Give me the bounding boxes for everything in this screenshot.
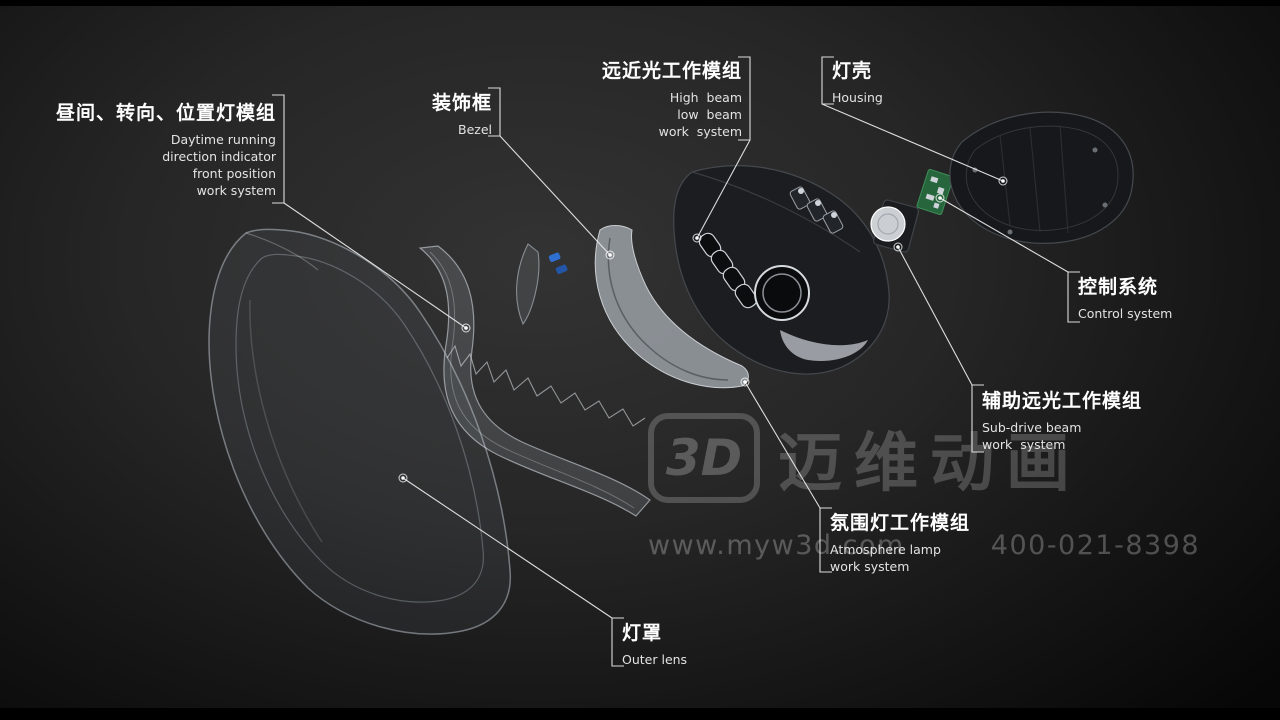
- label-daytime-en3: front position: [192, 166, 276, 181]
- label-atmosphere-module: 氛围灯工作模组 Atmosphere lamp work system: [830, 508, 1010, 575]
- bracket-bezel: [488, 87, 501, 137]
- leader-bezel: [499, 135, 611, 256]
- label-housing-zh: 灯壳: [832, 60, 873, 82]
- label-housing-en1: Housing: [832, 90, 883, 105]
- letterbox-top: [0, 0, 1280, 6]
- outer-lens-part: [208, 228, 512, 635]
- label-control-en1: Control system: [1078, 306, 1173, 321]
- bracket-beam: [738, 56, 751, 141]
- watermark-brand-text: 迈维动画: [778, 427, 1082, 501]
- leader-dots: [398, 176, 1008, 483]
- housing-part: [949, 111, 1134, 244]
- led-strip-part: [418, 245, 651, 517]
- label-control-system: 控制系统 Control system: [1078, 272, 1228, 322]
- watermark-phone: 400-021-8398: [990, 530, 1201, 561]
- label-daytime-zh: 昼间、转向、位置灯模组: [55, 102, 276, 124]
- label-control-zh: 控制系统: [1078, 276, 1159, 298]
- watermark-site: www.myw3d.com: [648, 530, 905, 561]
- label-bezel-zh: 装饰框: [431, 92, 492, 114]
- bracket-subdrive: [971, 384, 984, 453]
- leader-control: [939, 197, 1069, 273]
- label-outerlens-zh: 灯罩: [622, 622, 663, 644]
- label-high-low-beam: 远近光工作模组 High beam low beam work system: [566, 56, 742, 140]
- label-outer-lens: 灯罩 Outer lens: [622, 618, 732, 668]
- label-subdrive-module: 辅助远光工作模组 Sub-drive beam work system: [982, 386, 1182, 453]
- label-beam-en3: work system: [658, 124, 742, 139]
- leader-atmosphere: [744, 381, 821, 509]
- label-housing: 灯壳 Housing: [832, 56, 962, 106]
- label-outerlens-en1: Outer lens: [622, 652, 688, 667]
- control-pcb-part: [916, 168, 954, 216]
- label-beam-en2: low beam: [677, 107, 742, 122]
- blue-clip-parts: [548, 252, 568, 274]
- label-daytime-en4: work system: [196, 183, 276, 198]
- label-subdrive-en1: Sub-drive beam: [982, 420, 1082, 435]
- bracket-atmosphere: [819, 507, 832, 573]
- leader-outerlens: [402, 477, 613, 619]
- bracket-daytime: [272, 94, 285, 204]
- projector-unit-part: [870, 199, 920, 253]
- label-bezel: 装饰框 Bezel: [380, 88, 492, 138]
- bracket-housing: [821, 56, 834, 105]
- leader-housing: [821, 103, 1004, 182]
- led-unit-parts: [789, 186, 844, 234]
- watermark-3d-logo-icon: 3D: [648, 413, 760, 503]
- label-atmosphere-zh: 氛围灯工作模组: [830, 512, 971, 534]
- label-daytime-en2: direction indicator: [162, 149, 276, 164]
- leader-beam: [696, 139, 751, 239]
- label-daytime-en1: Daytime running: [170, 132, 276, 147]
- bracket-outerlens: [611, 617, 624, 667]
- leader-subdrive: [897, 246, 973, 386]
- letterbox-bottom: [0, 708, 1280, 720]
- label-bezel-en1: Bezel: [458, 122, 492, 137]
- clear-clip-part: [516, 243, 540, 326]
- label-subdrive-en2: work system: [982, 437, 1066, 452]
- bracket-control: [1067, 271, 1080, 323]
- watermark: 3D 迈维动画 www.myw3d.com 400-021-8398: [648, 412, 1199, 561]
- label-subdrive-zh: 辅助远光工作模组: [982, 390, 1143, 412]
- watermark-contact: www.myw3d.com 400-021-8398: [648, 530, 1199, 561]
- label-atmosphere-en1: Atmosphere lamp: [830, 542, 941, 557]
- bezel-blade-part: [594, 225, 749, 389]
- label-daytime-module: 昼间、转向、位置灯模组 Daytime running direction in…: [40, 98, 276, 199]
- label-atmosphere-en2: work system: [830, 559, 910, 574]
- label-beam-zh: 远近光工作模组: [601, 60, 742, 82]
- label-beam-en1: High beam: [669, 90, 742, 105]
- leader-daytime: [283, 202, 467, 329]
